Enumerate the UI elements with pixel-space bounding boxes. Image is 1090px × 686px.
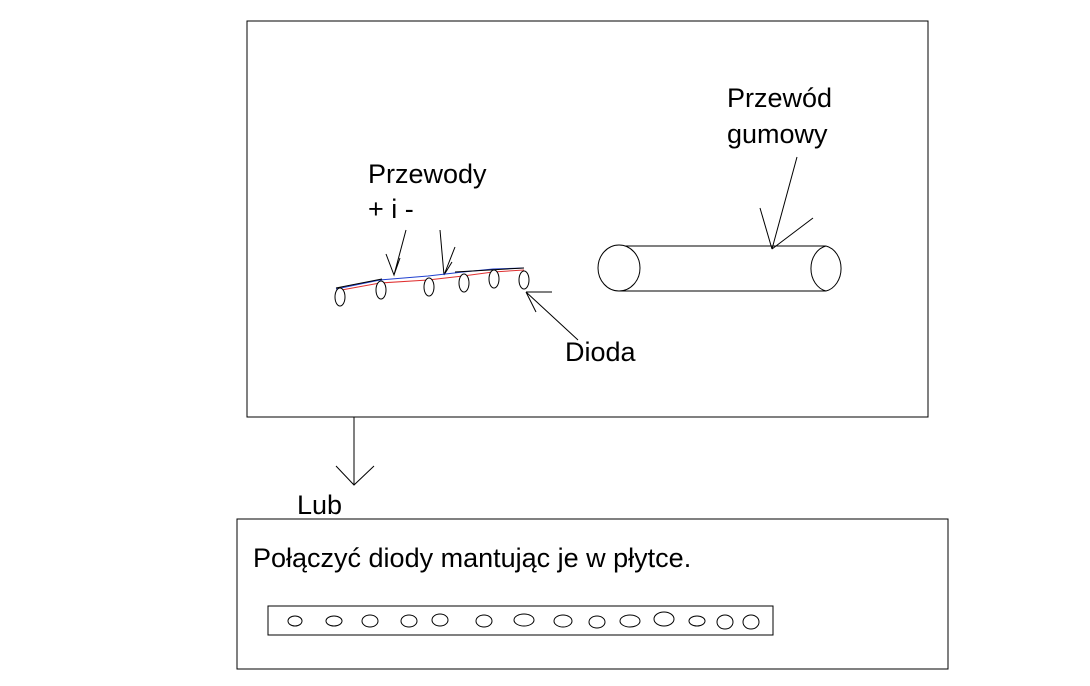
board-diode — [287, 615, 303, 627]
diode-pointer-arrow — [525, 291, 579, 341]
diode — [488, 269, 500, 289]
board-diode — [619, 614, 641, 628]
rubber-tube-label-line2: gumowy — [727, 119, 828, 149]
or-label: Lub — [297, 490, 342, 520]
connector-arrow — [335, 417, 375, 486]
diode — [518, 270, 530, 290]
board-diode — [742, 614, 760, 630]
wired-diodes — [334, 269, 530, 307]
board-diode — [325, 615, 343, 627]
rubber-tube-pointer-arrow — [759, 156, 814, 250]
board-diode — [431, 613, 449, 627]
board-diode — [400, 614, 418, 628]
bottom-panel-frame — [236, 518, 949, 670]
diode — [423, 277, 435, 297]
wire-positive — [335, 269, 525, 292]
instruction-text: Połączyć diody mantując je w płytce. — [253, 543, 691, 573]
rubber-tube — [597, 244, 842, 292]
board-diode — [716, 614, 734, 630]
top-panel-frame — [246, 20, 929, 418]
board-diode — [588, 615, 606, 629]
board-diode — [513, 613, 535, 627]
rubber-tube-label-line1: Przewód — [727, 83, 832, 113]
diode-label: Dioda — [565, 337, 637, 367]
diode — [375, 280, 387, 300]
wires-label-line2: + i - — [368, 194, 414, 224]
wires-label-line1: Przewody — [368, 159, 487, 189]
board-diodes — [287, 611, 760, 630]
diode — [458, 273, 470, 293]
board-diode — [653, 611, 675, 627]
circuit-board — [267, 605, 774, 636]
wire-pair — [335, 267, 525, 292]
board-diode — [688, 615, 706, 627]
wires-pointer-arrows — [385, 229, 456, 277]
diode — [334, 287, 346, 307]
board-diode — [475, 614, 493, 628]
board-diode — [553, 614, 573, 628]
wire-negative — [335, 267, 525, 290]
board-diode — [361, 614, 379, 628]
